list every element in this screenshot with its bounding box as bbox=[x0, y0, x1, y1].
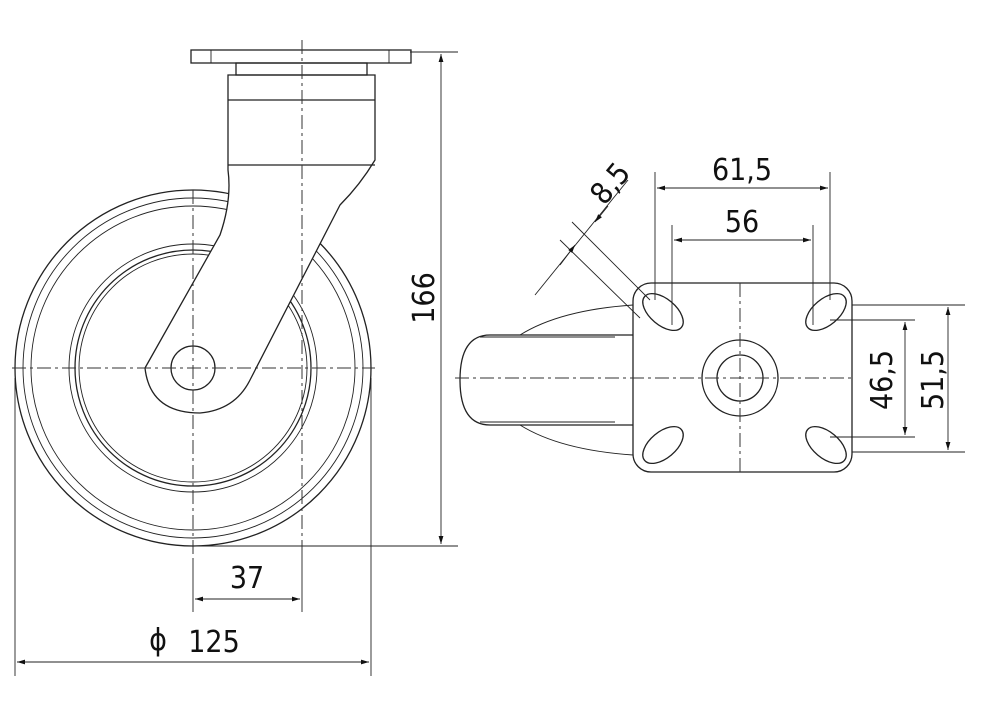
mounting-slots bbox=[642, 292, 847, 465]
diameter-symbol: ϕ bbox=[149, 623, 167, 658]
side-view: 166 37 ϕ 125 bbox=[12, 40, 458, 676]
hole-size-dimension: 8,5 bbox=[584, 156, 638, 211]
height-dimension: 166 bbox=[407, 272, 442, 324]
plate-length-dimension: 61,5 bbox=[712, 153, 772, 188]
plate-width-dimension: 51,5 bbox=[916, 350, 951, 410]
offset-dimension: 37 bbox=[230, 561, 264, 596]
hole-spacing-length-dimension: 56 bbox=[725, 205, 759, 240]
hole-spacing-width-dimension: 46,5 bbox=[865, 350, 900, 410]
top-view: 61,5 56 46,5 51,5 8,5 bbox=[455, 153, 965, 473]
diameter-dimension: 125 bbox=[188, 625, 240, 660]
